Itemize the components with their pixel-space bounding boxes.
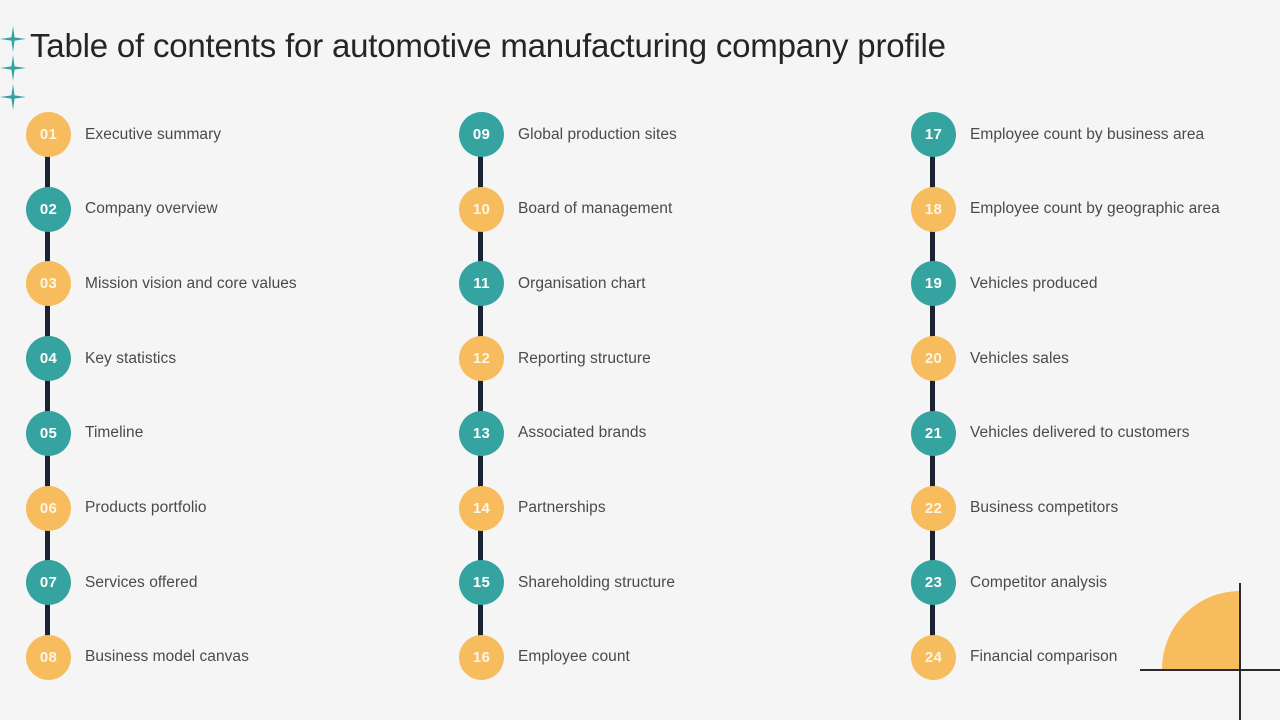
toc-column-3: 17 Employee count by business area 18 Emplo… xyxy=(911,112,1280,688)
page-title: Table of contents for automotive manufac… xyxy=(30,27,946,64)
toc-entry-label: Timeline xyxy=(85,424,144,442)
toc-number-badge: 04 xyxy=(26,336,71,382)
toc-number-badge: 09 xyxy=(459,112,504,157)
toc-entry-label: Products portfolio xyxy=(85,499,207,516)
toc-entry-label: Vehicles produced xyxy=(970,274,1098,292)
toc-entry[interactable]: 08 Business model canvas xyxy=(26,634,249,680)
timeline-connector xyxy=(478,138,483,662)
toc-entry[interactable]: 03 Mission vision and core values xyxy=(26,261,297,307)
toc-number-badge: 21 xyxy=(911,410,956,456)
sparkle-icon xyxy=(0,84,26,110)
toc-entry-label: Board of management xyxy=(518,200,673,218)
toc-entry[interactable]: 15 Shareholding structure xyxy=(459,560,676,606)
toc-number-badge: 22 xyxy=(911,485,956,531)
toc-number-badge: 23 xyxy=(911,560,956,606)
toc-number-badge: 01 xyxy=(26,112,71,157)
toc-entry-label: Employee count xyxy=(518,648,630,666)
toc-entry[interactable]: 22 Business competitors xyxy=(911,485,1119,531)
sparkle-icon xyxy=(0,55,26,81)
sparkle-decoration-group xyxy=(0,26,28,112)
table-of-contents: 01 Executive summary 02 Company overview 03 M… xyxy=(0,112,1280,692)
sparkle-icon xyxy=(0,26,26,52)
toc-entry-label: Partnerships xyxy=(518,499,606,516)
toc-number-badge: 08 xyxy=(26,634,71,680)
toc-entry[interactable]: 13 Associated brands xyxy=(459,410,647,456)
toc-number-badge: 24 xyxy=(911,634,956,680)
toc-entry-label: Financial comparison xyxy=(970,648,1118,666)
toc-entry-label: Mission vision and core values xyxy=(85,274,297,292)
toc-entry-label: Associated brands xyxy=(518,424,647,442)
toc-entry[interactable]: 17 Employee count by business area xyxy=(911,112,1204,157)
toc-entry[interactable]: 14 Partnerships xyxy=(459,485,606,531)
toc-entry[interactable]: 06 Products portfolio xyxy=(26,485,207,531)
toc-number-badge: 13 xyxy=(459,410,504,456)
toc-entry-label: Executive summary xyxy=(85,125,222,143)
toc-entry[interactable]: 18 Employee count by geographic area xyxy=(911,186,1220,232)
toc-number-badge: 16 xyxy=(459,634,504,680)
toc-entry[interactable]: 01 Executive summary xyxy=(26,112,221,157)
timeline-connector xyxy=(930,138,935,662)
toc-entry-label: Employee count by business area xyxy=(970,125,1205,143)
timeline-connector xyxy=(45,138,50,662)
toc-column-1: 01 Executive summary 02 Company overview 03 M… xyxy=(26,112,446,688)
toc-number-badge: 05 xyxy=(26,410,71,456)
toc-entry[interactable]: 24 Financial comparison xyxy=(911,634,1118,680)
toc-number-badge: 19 xyxy=(911,261,956,307)
toc-entry-label: Reporting structure xyxy=(518,349,651,367)
toc-column-2: 09 Global production sites 10 Board of mana… xyxy=(459,112,879,688)
toc-entry-label: Services offered xyxy=(85,573,198,591)
toc-number-badge: 15 xyxy=(459,560,504,606)
toc-number-badge: 03 xyxy=(26,261,71,307)
toc-entry-label: Competitor analysis xyxy=(970,573,1108,591)
toc-entry-label: Employee count by geographic area xyxy=(970,200,1220,218)
toc-entry-label: Business competitors xyxy=(970,499,1119,516)
toc-entry-label: Global production sites xyxy=(518,125,677,143)
toc-entry[interactable]: 21 Vehicles delivered to customers xyxy=(911,410,1190,456)
toc-number-badge: 20 xyxy=(911,336,956,382)
toc-entry[interactable]: 11 Organisation chart xyxy=(459,261,646,307)
toc-entry-label: Organisation chart xyxy=(518,274,646,292)
toc-number-badge: 07 xyxy=(26,560,71,606)
toc-entry[interactable]: 04 Key statistics xyxy=(26,336,177,382)
toc-number-badge: 18 xyxy=(911,186,956,232)
toc-entry-label: Vehicles delivered to customers xyxy=(970,424,1190,442)
toc-number-badge: 12 xyxy=(459,336,504,382)
toc-number-badge: 14 xyxy=(459,485,504,531)
toc-entry[interactable]: 07 Services offered xyxy=(26,560,198,606)
toc-entry[interactable]: 09 Global production sites xyxy=(459,112,677,157)
toc-number-badge: 06 xyxy=(26,485,71,531)
toc-entry[interactable]: 23 Competitor analysis xyxy=(911,560,1108,606)
toc-entry[interactable]: 19 Vehicles produced xyxy=(911,261,1098,307)
toc-number-badge: 11 xyxy=(459,261,504,307)
toc-number-badge: 17 xyxy=(911,112,956,157)
toc-entry-label: Vehicles sales xyxy=(970,349,1069,367)
toc-entry[interactable]: 02 Company overview xyxy=(26,186,218,232)
toc-entry[interactable]: 12 Reporting structure xyxy=(459,336,651,382)
toc-entry[interactable]: 20 Vehicles sales xyxy=(911,336,1069,382)
toc-entry-label: Shareholding structure xyxy=(518,573,676,591)
toc-entry[interactable]: 05 Timeline xyxy=(26,410,144,456)
toc-entry-label: Key statistics xyxy=(85,349,177,367)
toc-number-badge: 02 xyxy=(26,186,71,232)
toc-number-badge: 10 xyxy=(459,186,504,232)
toc-entry-label: Company overview xyxy=(85,200,218,218)
toc-entry[interactable]: 10 Board of management xyxy=(459,186,673,232)
toc-entry[interactable]: 16 Employee count xyxy=(459,634,630,680)
toc-entry-label: Business model canvas xyxy=(85,648,249,666)
